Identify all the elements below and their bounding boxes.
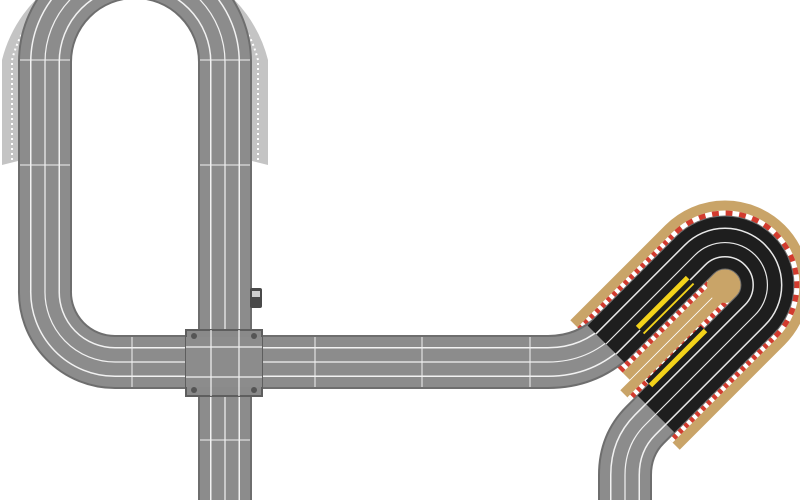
track-accessory — [250, 288, 262, 308]
hazard-stripe-upper — [635, 275, 695, 335]
track-joints — [20, 59, 531, 441]
hairpin-infield — [707, 267, 743, 303]
track-loop — [18, 0, 252, 500]
hazard-stripe-lower — [645, 325, 710, 390]
crossover — [185, 329, 263, 397]
hairpin-section — [587, 216, 794, 433]
